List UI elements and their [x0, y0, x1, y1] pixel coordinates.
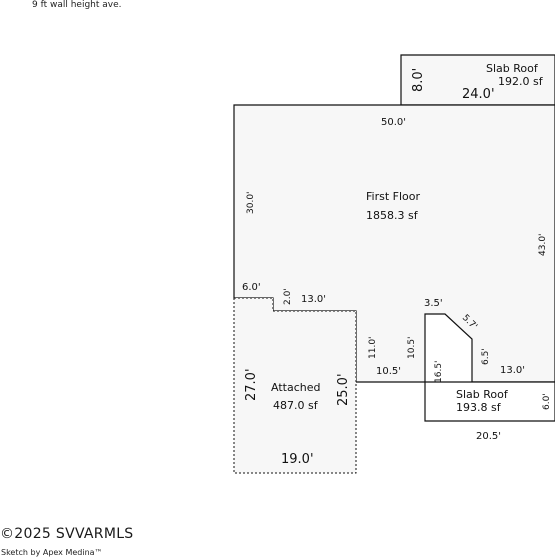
dim-slab-inner-run: 13.0' — [500, 365, 525, 376]
dim-top-slab-height: 8.0' — [411, 68, 426, 92]
dim-slab-bottom: 20.5' — [476, 431, 501, 442]
dim-attached-right: 25.0' — [336, 373, 351, 406]
attached-shape — [233, 297, 357, 474]
wall-height-note: 9 ft wall height ave. — [32, 0, 122, 10]
dim-slab-right: 6.0' — [542, 393, 552, 410]
sketch-credit: Sketch by Apex Medina™ — [1, 548, 103, 557]
dim-top-slab-width: 24.0' — [462, 87, 495, 102]
slab-roof-bottom-name: Slab Roof — [456, 388, 509, 401]
dim-floor-left-height: 30.0' — [246, 191, 256, 214]
dim-notch-run: 10.5' — [376, 366, 401, 377]
attached-size: 487.0 sf — [273, 399, 319, 412]
attached-name: Attached — [271, 381, 320, 394]
slab-roof-bottom-shape — [424, 381, 555, 422]
dim-slab-inner-drop: 6.5' — [481, 348, 491, 365]
dim-notch-right-rise: 10.5' — [407, 336, 417, 359]
dim-mid-run: 13.0' — [301, 294, 326, 305]
first-floor-size: 1858.3 sf — [366, 209, 419, 222]
dim-small-step: 2.0' — [283, 288, 293, 305]
dim-floor-width: 50.0' — [381, 117, 406, 128]
dim-floor-right-height: 43.0' — [538, 233, 548, 256]
dim-slab-top-run: 3.5' — [424, 298, 443, 309]
slab-roof-top-shape — [400, 54, 555, 106]
slab-roof-bottom-size: 193.8 sf — [456, 401, 502, 414]
slab-roof-top-size: 192.0 sf — [498, 75, 544, 88]
dim-attached-left: 27.0' — [244, 368, 259, 401]
dim-slab-left: 16.5' — [434, 360, 444, 383]
dim-attached-bottom: 19.0' — [281, 452, 314, 467]
dim-notch-left-drop: 11.0' — [368, 336, 378, 359]
first-floor-name: First Floor — [366, 190, 420, 203]
slab-roof-top-name: Slab Roof — [486, 62, 539, 75]
copyright-text: ©2025 SVVARMLS — [0, 526, 134, 542]
dim-left-step: 6.0' — [242, 282, 261, 293]
